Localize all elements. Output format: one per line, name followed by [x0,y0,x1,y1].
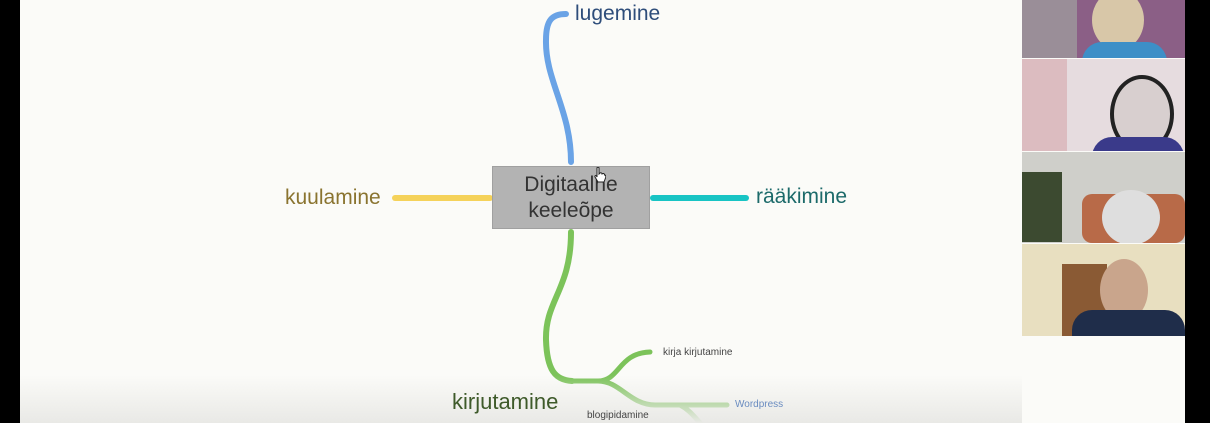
node-kuulamine[interactable]: kuulamine [285,186,381,209]
video-tile-participant-2[interactable] [1022,59,1185,151]
sub-line-kirja [569,349,653,384]
node-kirja-kirjutamine[interactable]: kirja kirjutamine [663,347,733,358]
cursor-hand-icon [594,167,606,183]
node-lugemine[interactable]: lugemine [575,2,661,25]
sub-line-blog-2 [677,402,704,423]
node-blogipidamine[interactable]: blogipidamine [587,410,649,421]
node-raakimine[interactable]: rääkimine [756,185,848,208]
node-wordpress[interactable]: Wordpress [735,399,784,410]
branch-line-lugemine [542,11,574,165]
video-tile-participant-3[interactable] [1022,152,1185,243]
central-node[interactable]: Digitaalne keeleõpe [492,166,650,229]
video-tile-participant-4[interactable] [1022,244,1185,336]
branch-line-kirjutamine [542,229,575,384]
central-node-line1: Digitaalne [524,173,618,196]
node-kirjutamine[interactable]: kirjutamine [452,389,559,414]
central-node-line2: keeleõpe [528,199,614,222]
video-tile-participant-1[interactable] [1022,0,1185,58]
sub-line-blog [595,378,730,408]
